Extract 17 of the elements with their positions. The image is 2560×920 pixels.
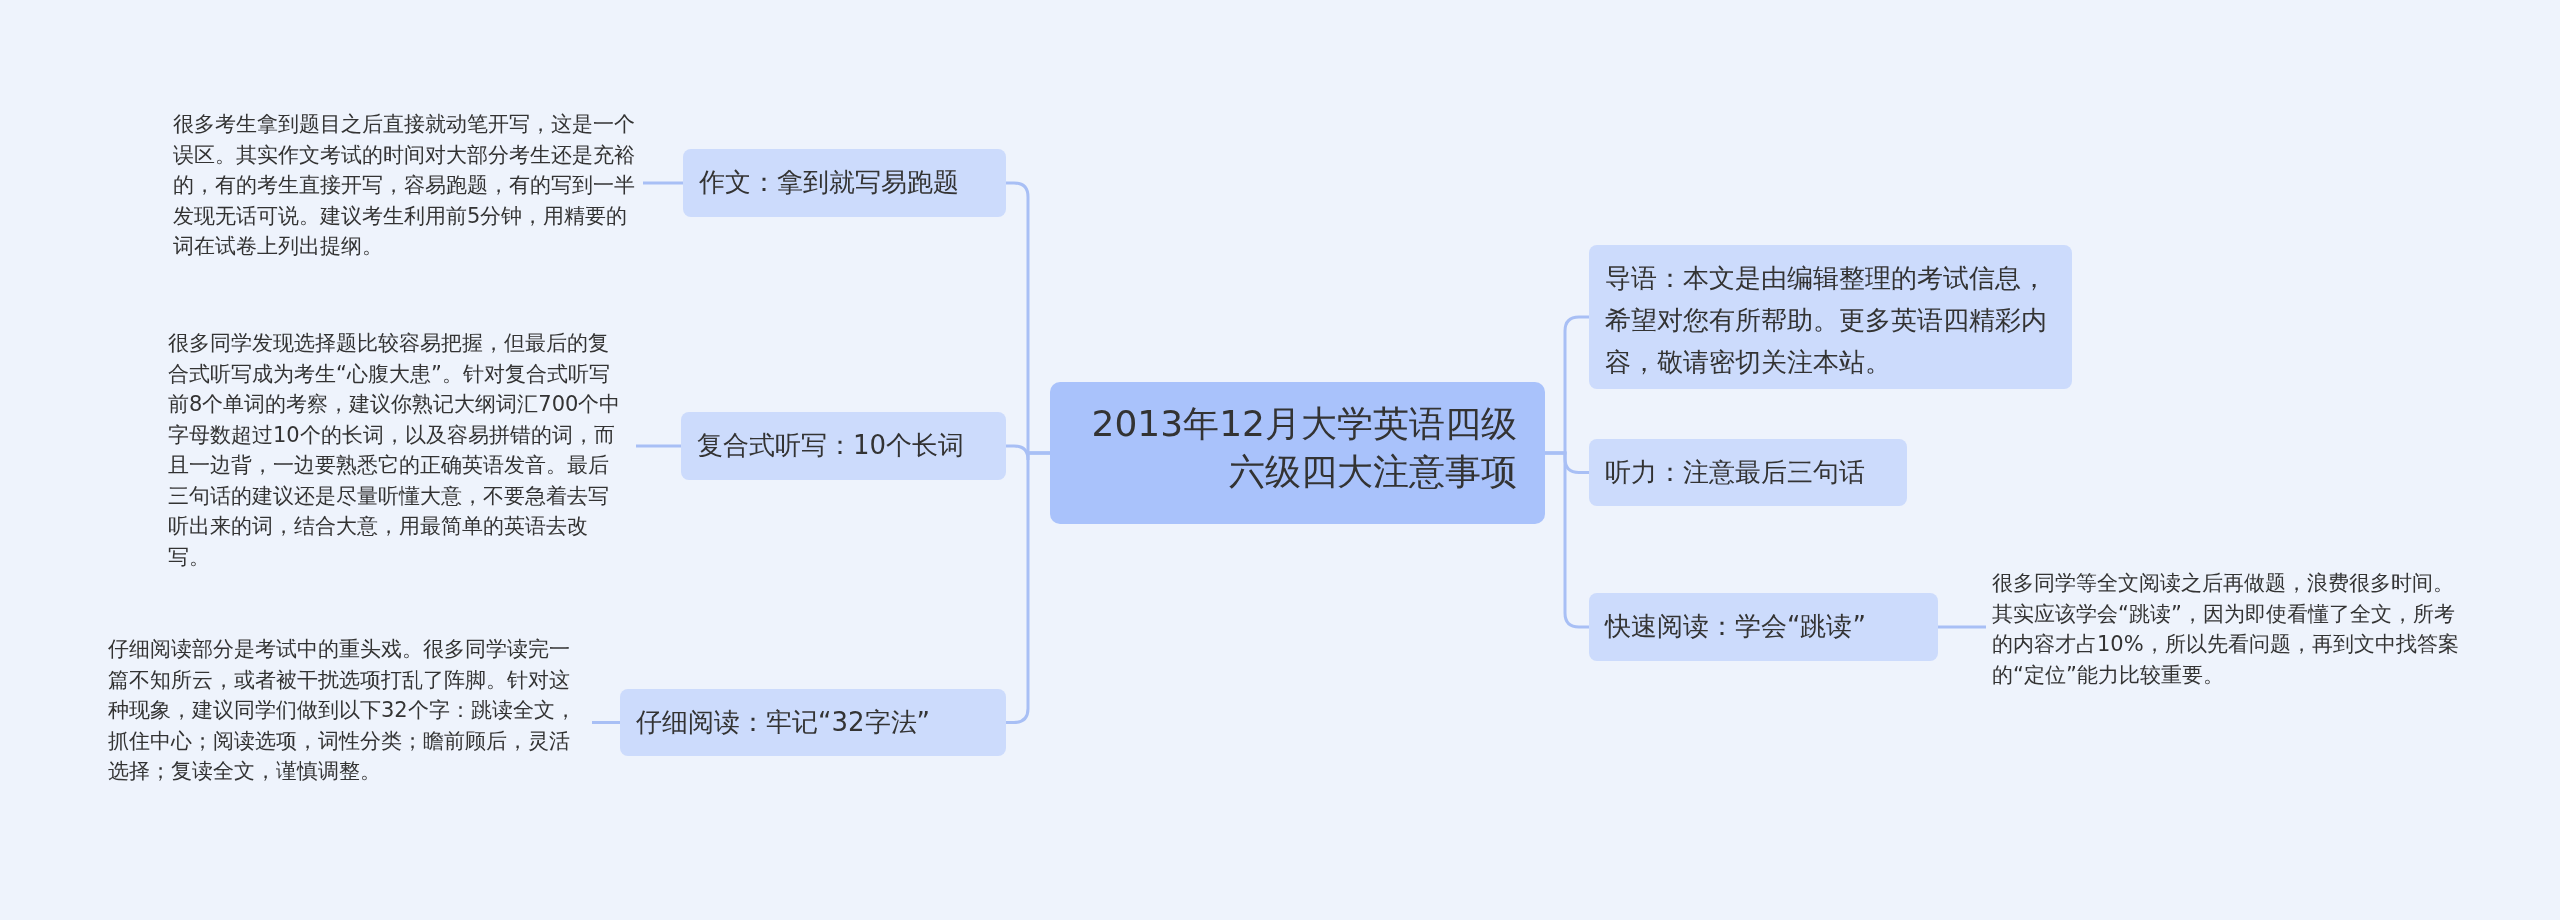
connector-line <box>592 721 620 724</box>
connector-line <box>1938 625 1986 629</box>
topic-box: 听力：注意最后三句话 <box>1589 439 1907 506</box>
connector-line <box>1006 451 1050 724</box>
note-text: 很多同学等全文阅读之后再做题，浪费很多时间。其实应该学会“跳读”，因为即使看懂了全文，所考的内容才占10%，所以先看问题，再到文中找答案的“定位”能力比较重要。 <box>1992 568 2462 690</box>
topic-box: 快速阅读：学会“跳读” <box>1589 593 1938 661</box>
note-text: 很多考生拿到题目之后直接就动笔开写，这是一个误区。其实作文考试的时间对大部分考生还是充裕的，有的考生直接开写，容易跑题，有的写到一半发现无话可说。建议考生利用前5分钟，用精要的词在试卷上列出提纲。 <box>173 109 635 262</box>
note-text: 仔细阅读部分是考试中的重头戏。很多同学读完一篇不知所云，或者被干扰选项打乱了阵脚。针对这种现象，建议同学们做到以下32个字：跳读全文，抓住中心；阅读选项，词性分类；瞻前顾后，灵活选择；复读全文，谨慎调整。 <box>108 634 584 787</box>
connector-line <box>1545 451 1589 629</box>
topic-box: 作文：拿到就写易跑题 <box>683 149 1006 217</box>
note-text: 很多同学发现选择题比较容易把握，但最后的复合式听写成为考生“心腹大患”。针对复合式听写前8个单词的考察，建议你熟记大纲词汇700个中字母数超过10个的长词，以及容易拼错的词，而且一边背，一边要熟悉它的正确英语发音。最后三句话的建议还是尽量听懂大意，不要急着去写听出来的词，结合大意，用最简单的英语去改写。 <box>168 328 628 572</box>
connector-line <box>643 181 683 185</box>
connector-line <box>636 444 681 448</box>
topic-box: 仔细阅读：牢记“32字法” <box>620 689 1006 756</box>
topic-box: 导语：本文是由编辑整理的考试信息，希望对您有所帮助。更多英语四精彩内容，敬请密切关注本站。 <box>1589 245 2072 389</box>
topic-box: 复合式听写：10个长词 <box>681 412 1006 480</box>
central-topic-box: 2013年12月大学英语四级六级四大注意事项 <box>1050 382 1545 524</box>
